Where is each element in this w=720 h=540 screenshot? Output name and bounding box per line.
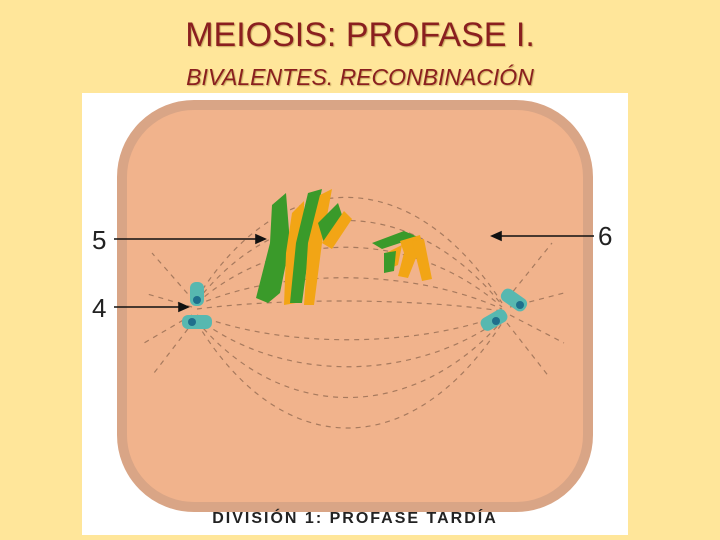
label-5: 5 <box>92 225 106 256</box>
page-title: MEIOSIS: PROFASE I. <box>0 16 720 55</box>
meiosis-diagram <box>82 93 628 535</box>
page-subtitle: BIVALENTES. RECONBINACIÓN <box>0 64 720 91</box>
label-4: 4 <box>92 293 106 324</box>
diagram-caption: DIVISIÓN 1: PROFASE TARDÍA <box>82 510 628 528</box>
label-6: 6 <box>598 221 612 252</box>
diagram-panel: 5 4 6 DIVISIÓN 1: PROFASE TARDÍA <box>82 93 628 535</box>
